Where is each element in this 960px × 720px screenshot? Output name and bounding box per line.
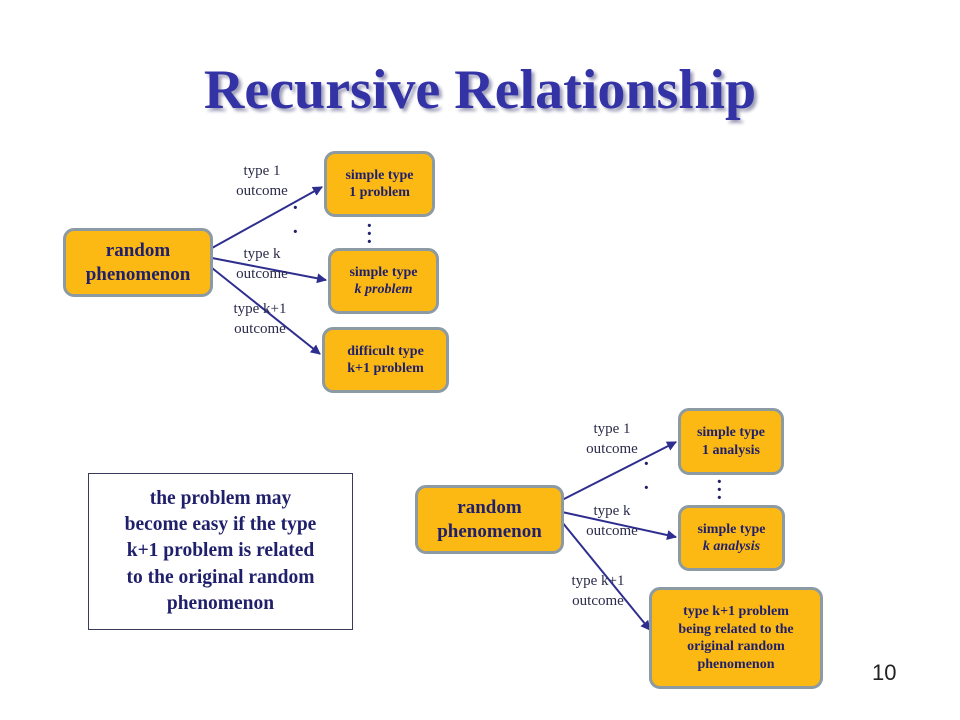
arrow-top-typek (211, 257, 327, 284)
top-ellipsis-arrows: ·· (292, 197, 299, 243)
arrow-top-type1 (211, 186, 323, 249)
page-number: 10 (872, 660, 897, 685)
arrow-top-typek1 (211, 267, 321, 355)
arrow-bottom-type1 (561, 441, 677, 501)
slide-title: Recursive Relationship (203, 59, 757, 121)
top-ellipsis-boxes: ··· (366, 215, 373, 253)
arrow-bottom-typek1 (561, 521, 651, 631)
bottom-typek1-related-box: type k+1 problem being related to the or… (649, 587, 823, 689)
bottom-ellipsis-boxes: ··· (716, 471, 723, 509)
bottom-ellipsis-arrows: ·· (643, 453, 650, 499)
arrow-bottom-typek (561, 511, 677, 540)
explanation-note: the problem may become easy if the type … (88, 473, 353, 630)
